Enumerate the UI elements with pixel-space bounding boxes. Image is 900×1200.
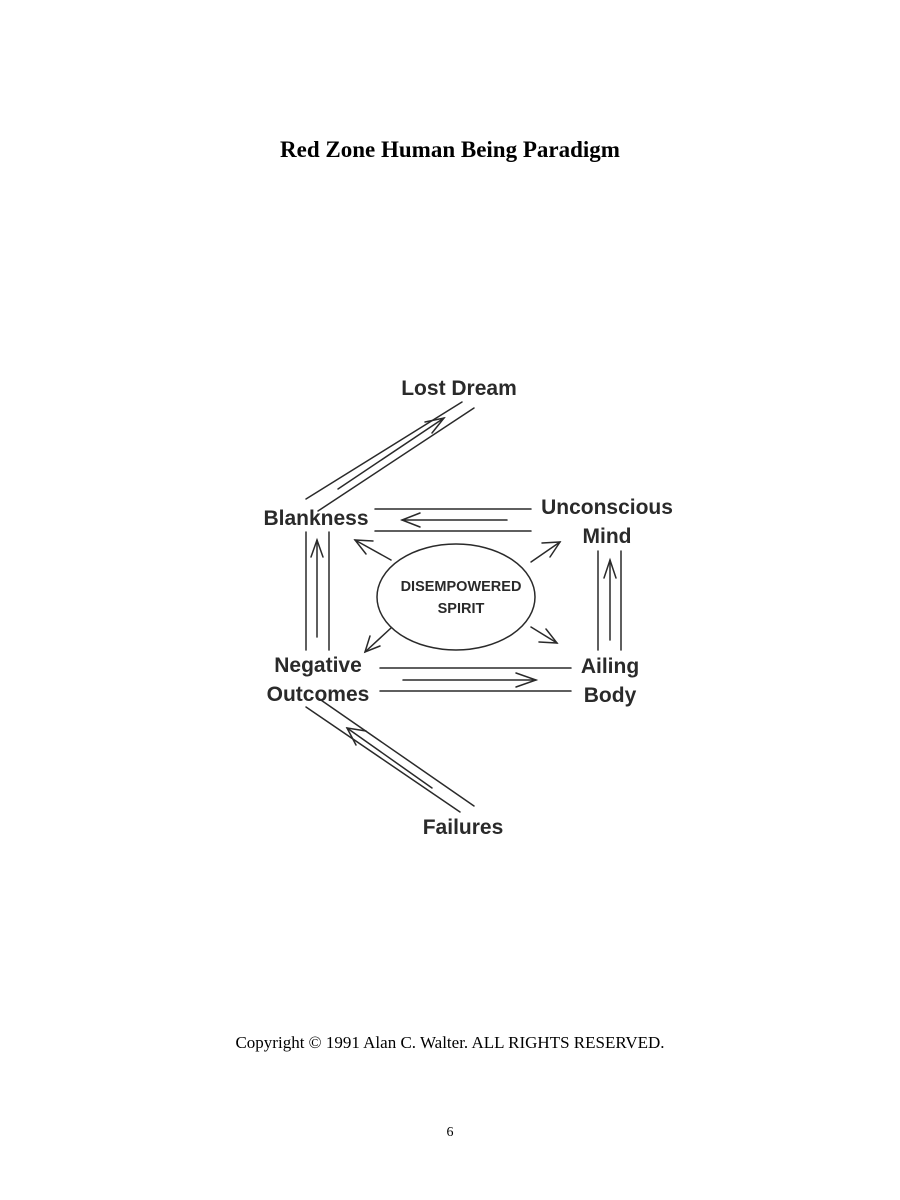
page-title: Red Zone Human Being Paradigm (280, 137, 620, 162)
node-blankness: Blankness (263, 504, 368, 533)
channel-unconscious-blankness (374, 508, 532, 532)
blankness-label: Blankness (263, 507, 369, 530)
unconscious-mind-label-line2: Mind (582, 525, 632, 548)
center-ellipse (376, 543, 536, 651)
page-number: 6 (446, 1125, 454, 1140)
radial-arrow-upper-right (530, 541, 561, 563)
arrowhead-blankness (399, 512, 421, 528)
node-lost-dream: Lost Dream (401, 374, 517, 403)
radial-arrow-lower-right (530, 626, 558, 644)
arrowhead-unconscious (603, 557, 617, 579)
center-label-line1: DISEMPOWERED (400, 579, 522, 595)
center-label-line2: SPIRIT (437, 601, 485, 617)
negative-outcomes-label-line1: Negative (274, 654, 362, 677)
channel-failures-negative (305, 697, 475, 813)
channel-negative-blankness (305, 531, 330, 651)
channel-ailing-unconscious (597, 550, 622, 651)
node-unconscious-mind: Unconscious Mind (541, 493, 673, 551)
center-node: DISEMPOWERED SPIRIT (401, 576, 522, 620)
node-ailing-body: Ailing Body (581, 652, 639, 710)
radial-arrow-upper-left (354, 539, 392, 561)
unconscious-mind-label-line1: Unconscious (541, 496, 673, 519)
channel-blankness-lost-dream (305, 401, 475, 512)
node-negative-outcomes: Negative Outcomes (267, 651, 370, 709)
copyright-notice: Copyright © 1991 Alan C. Walter. ALL RIG… (235, 1033, 665, 1052)
arrow-to-lost-dream (337, 417, 445, 490)
arrow-to-negative-outcomes (346, 727, 433, 789)
ailing-body-label-line2: Body (583, 684, 637, 707)
arrowhead-blankness-vertical (310, 537, 324, 558)
arrowhead-negative-outcomes (345, 727, 367, 746)
negative-outcomes-label-line2: Outcomes (266, 683, 370, 706)
lost-dream-label: Lost Dream (401, 377, 517, 400)
arrowhead-lost-dream (424, 416, 446, 434)
channel-negative-ailing (379, 667, 572, 692)
ailing-body-label-line1: Ailing (580, 655, 640, 678)
failures-label: Failures (422, 816, 504, 839)
node-failures: Failures (423, 813, 504, 842)
arrowhead-ailing-body (515, 672, 539, 688)
radiating-arrows (353, 539, 562, 654)
radial-arrow-lower-left (364, 627, 392, 653)
